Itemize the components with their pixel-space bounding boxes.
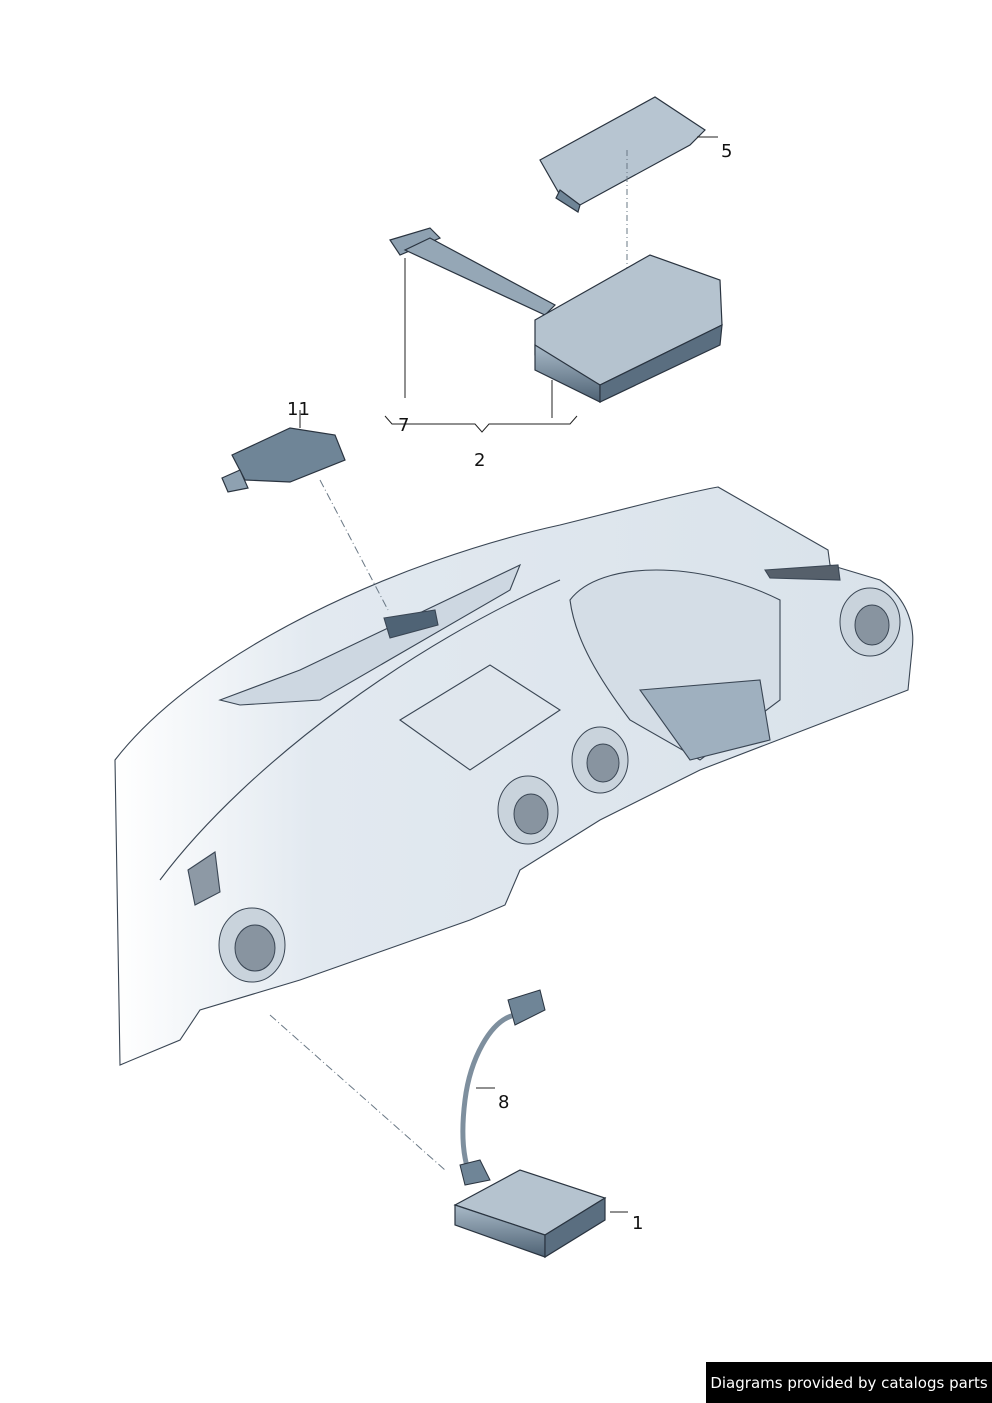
- callout-11: 11: [287, 399, 310, 420]
- part-1-box: [453, 1169, 607, 1259]
- callout-7: 7: [398, 415, 410, 436]
- air-vent-right: [839, 587, 901, 657]
- callout-1: 1: [632, 1213, 644, 1234]
- part-11-sensor: [221, 427, 346, 493]
- attribution-footer: Diagrams provided by catalogs parts: [706, 1362, 992, 1403]
- callout-5: 5: [721, 141, 733, 162]
- part-8-cable: [459, 989, 546, 1186]
- air-vents: [218, 587, 901, 983]
- air-vent-center-left: [497, 775, 559, 845]
- part-5-cover: [539, 96, 706, 213]
- part-2-module: [389, 227, 723, 403]
- callout-8: 8: [498, 1092, 510, 1113]
- air-vent-left: [218, 907, 286, 983]
- dashboard: [114, 486, 914, 1066]
- air-vent-center-right: [571, 726, 629, 794]
- callout-2: 2: [474, 450, 486, 471]
